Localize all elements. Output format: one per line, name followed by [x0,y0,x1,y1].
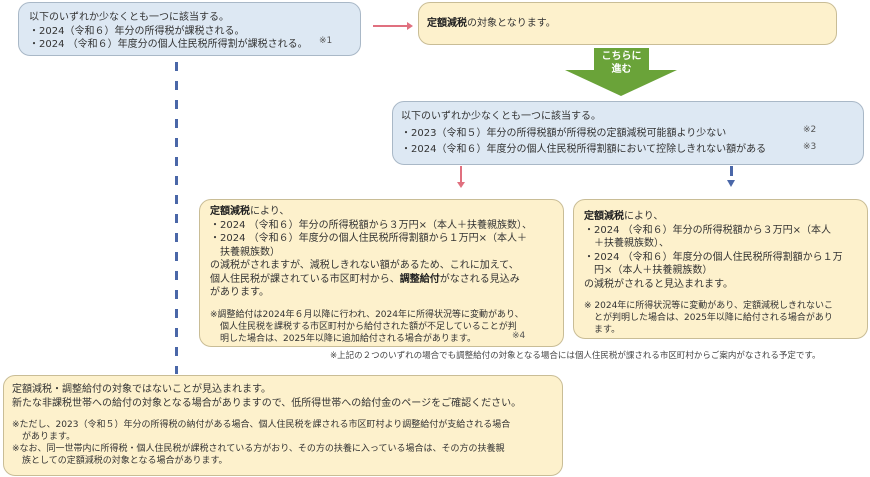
not-eligible-line-2: 新たな非課税世帯への給付の対象となる場合がありますので、低所得世帯への給付金のペ… [12,397,522,409]
note-line-1: ※調整給付は2024年６月以降に行われ、2024年に所得状況等に変動があり、 [210,309,524,320]
lead-text: により、 [250,206,290,217]
flat-tax-reduction-label: 定額減税 [584,211,624,222]
note-line-3: 明した場合は、2025年以降に追加給付される場合があります。 [220,333,477,344]
footnote-mark-2: ※2 [803,125,817,135]
body-line-2-end: がなされる見込み [439,273,520,285]
down-arrow-icon [457,166,465,188]
note-line-2: とが判明した場合は、2025年以降に給付される場合があり [594,313,833,324]
reduction-item-income-tax: ・2024 （令和６）年分の所得税額から３万円×（本人＋扶養親族数）、 [210,219,533,231]
down-arrow-icon [594,48,649,72]
note-line-1-cont: があります。 [22,432,76,443]
right-arrow-icon [373,22,413,30]
not-eligible-line-1: 定額減税・調整給付の対象ではないことが見込まれます。 [12,384,271,395]
reduction-item-resident-tax-cont: 円×（本人＋扶養親族数） [594,265,713,276]
note-line-2: 個人住民税を課税する市区町村から給付された額が不足していることが判 [220,321,517,332]
result-box-adjustment-payment: 定額減税により、 ・2024 （令和６）年分の所得税額から３万円×（本人＋扶養親… [199,199,564,347]
condition-intro: 以下のいずれか少なくとも一つに該当する。 [401,111,601,122]
note-line-2-cont: 族としての定額減税の対象となる場合があります。 [22,456,228,467]
flat-tax-reduction-label: 定額減税 [210,206,250,217]
footnote-mark-3: ※3 [803,142,817,152]
proceed-label-line1: こちらに [601,51,642,62]
arrow-head [565,70,677,96]
result-box-reduction-only: 定額減税により、 ・2024 （令和６）年分の所得税額から３万円×（本人 ＋扶養… [573,199,868,339]
result-text: の対象となります。 [467,18,556,29]
condition-box-insufficient: 以下のいずれか少なくとも一つに該当する。 ・2023（令和５）年分の所得税額が所… [392,101,864,165]
reduction-item-income-tax-cont: ＋扶養親族数）、 [594,238,669,249]
body-line-2: 個人住民税が課されている市区町村から、 [210,273,400,285]
proceed-label: こちらに 進む [594,50,649,76]
proceed-label-line2: 進む [611,64,632,75]
note-line-1: ※ただし、2023（令和５）年分の所得税の納付がある場合、個人住民税を課される市… [12,420,511,430]
dashed-down-arrow-icon [727,166,735,187]
note-line-2: ※なお、同一世帯内に所得税・個人住民税が課税されている方がおり、その方の扶養に入… [12,444,505,455]
condition-box-taxed: 以下のいずれか少なくとも一つに該当する。 ・2024（令和６）年分の所得税が課税… [18,2,361,56]
condition-item-income-tax: ・2024（令和６）年分の所得税が課税される。 [29,25,245,37]
footnote-mark-4: ※4 [512,331,526,341]
condition-item-resident-tax-2024: ・2024（令和６）年度分の個人住民税所得割額において控除しきれない額がある [401,144,767,155]
reduction-item-resident-tax: ・2024 （令和６）年度分の個人住民税所得割額から１万円×（本人＋ [210,233,528,244]
body-line: の減税がされると見込まれます。 [584,278,733,290]
lead-text: により、 [624,211,664,222]
dashed-connector-line [175,62,178,374]
body-line-3: があります。 [210,287,269,298]
reduction-item-resident-tax-cont: 扶養親族数） [220,246,280,258]
reduction-item-income-tax: ・2024 （令和６）年分の所得税額から３万円×（本人 [584,224,832,236]
proceed-arrow: こちらに 進む [565,48,677,96]
result-box-flat-tax-reduction: 定額減税の対象となります。 [418,2,837,45]
note-line-3: ます。 [594,325,621,336]
condition-item-resident-tax: ・2024 （令和６）年度分の個人住民税所得割が課税される。 [29,39,308,50]
condition-item-income-tax-2023: ・2023（令和５）年分の所得税額が所得税の定額減税可能額より少ない [401,127,727,139]
footnote-mark-1: ※1 [319,36,333,46]
condition-intro: 以下のいずれか少なくとも一つに該当する。 [29,12,229,23]
flat-tax-reduction-label: 定額減税 [427,18,467,29]
body-line-1: の減税がされますが、減税しきれない額があるため、これに加えて、 [210,260,519,271]
result-box-not-eligible: 定額減税・調整給付の対象ではないことが見込まれます。 新たな非課税世帯への給付の… [3,375,563,476]
adjustment-payment-label: 調整給付 [399,273,440,285]
note-line-1: ※ 2024年に所得状況等に変動があり、定額減税しきれないこ [584,301,833,311]
footnote-guidance: ※上記の２つのいずれの場合でも調整給付の対象となる場合には個人住民税が課される市… [330,351,821,361]
reduction-item-resident-tax: ・2024 （令和６）年度分の個人住民税所得割額から１万 [584,251,843,263]
